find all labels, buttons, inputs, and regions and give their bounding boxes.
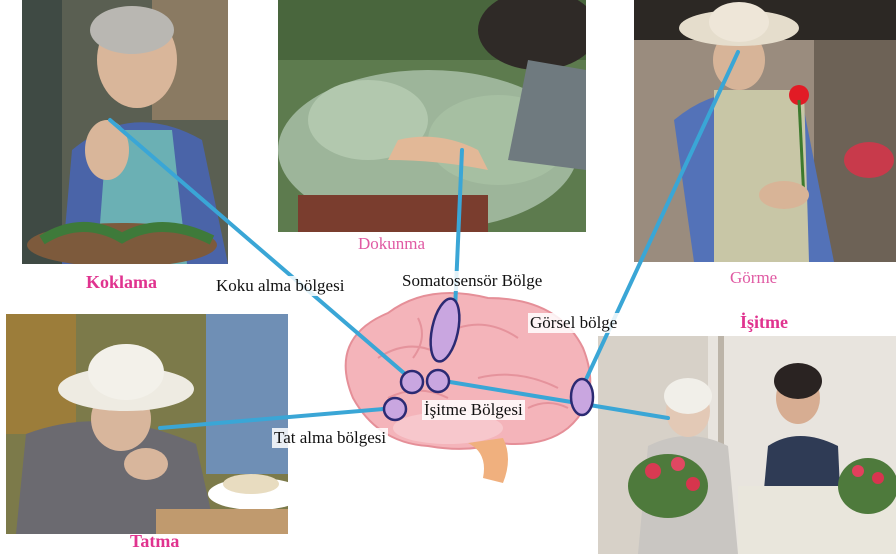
photo-tatma [6, 314, 288, 534]
brain-illustration [318, 278, 604, 484]
photo-koklama [22, 0, 228, 264]
label-dokunma: Dokunma [358, 234, 425, 254]
label-koklama: Koklama [86, 272, 157, 293]
photo-isitme [598, 336, 896, 554]
photo-dokunma [278, 0, 586, 232]
label-gorme: Görme [730, 268, 777, 288]
label-tat-alma-bolgesi: Tat alma bölgesi [272, 428, 388, 448]
label-tatma: Tatma [130, 531, 179, 552]
label-isitme: İşitme [740, 312, 788, 333]
label-somatosensor-bolge: Somatosensör Bölge [400, 271, 544, 291]
label-gorsel-bolge: Görsel bölge [528, 313, 619, 333]
label-koku-alma-bolgesi: Koku alma bölgesi [214, 276, 346, 296]
label-isitme-bolgesi: İşitme Bölgesi [422, 400, 525, 420]
photo-gorme [634, 0, 896, 262]
